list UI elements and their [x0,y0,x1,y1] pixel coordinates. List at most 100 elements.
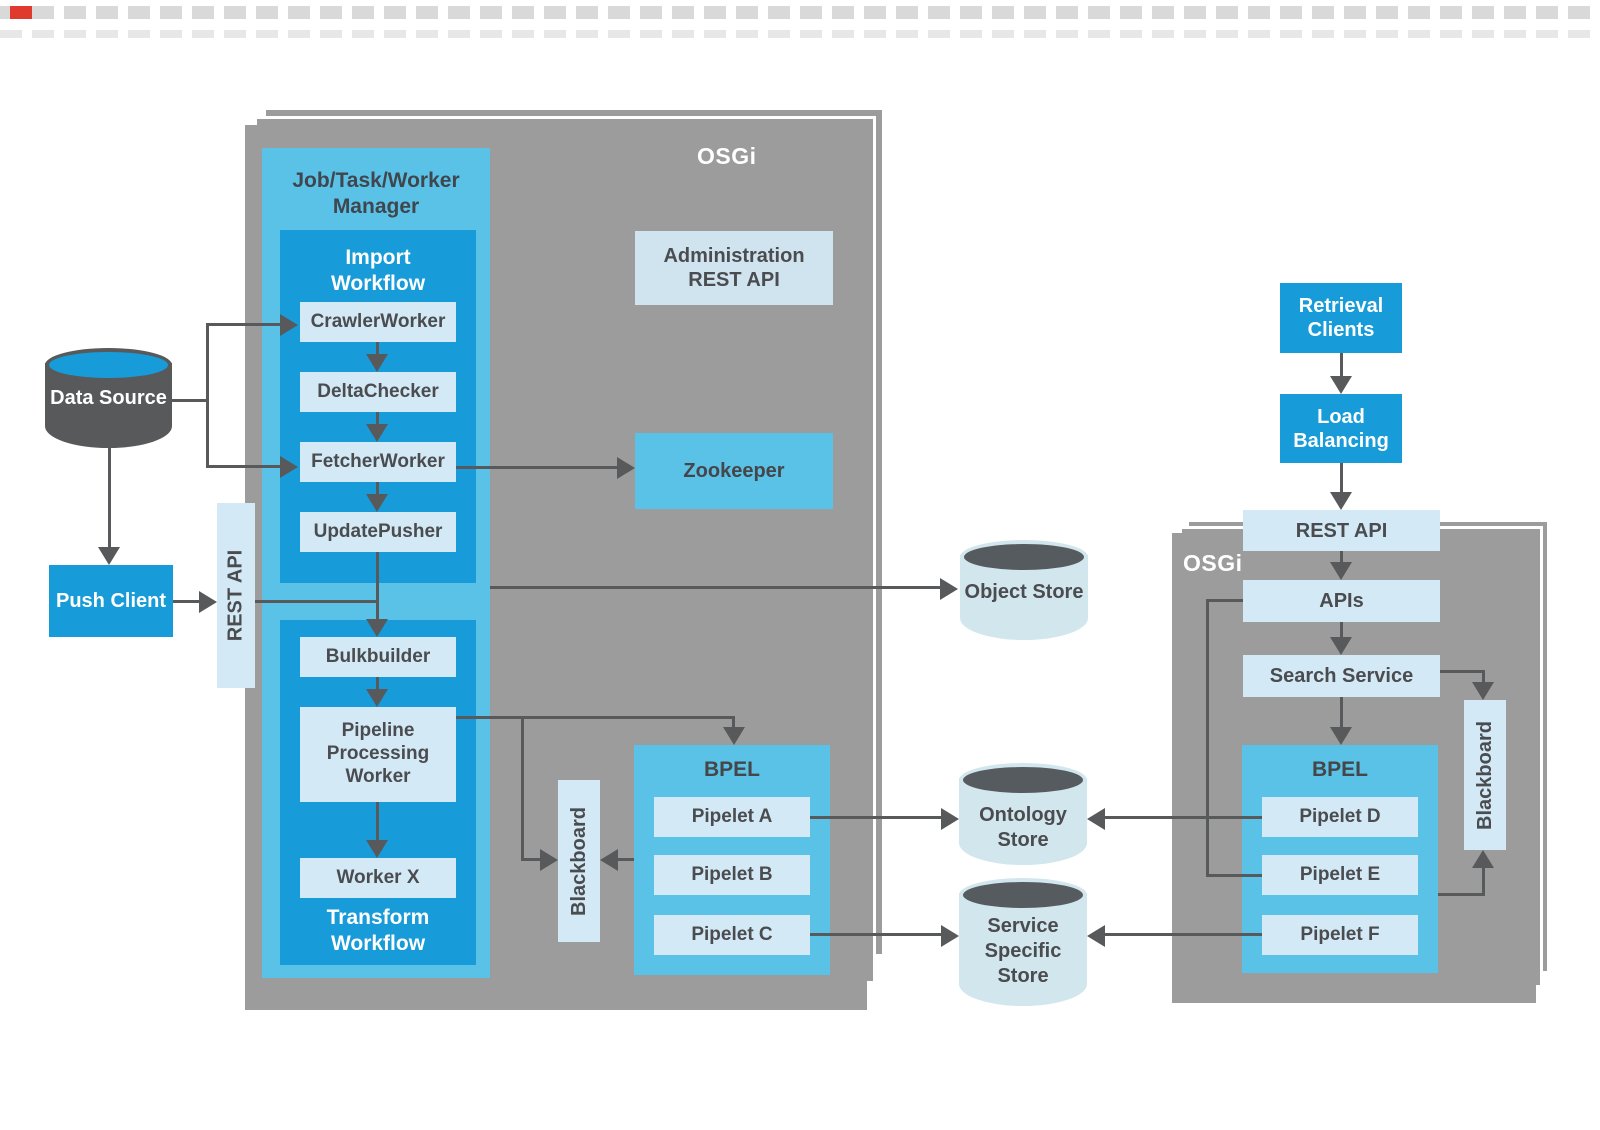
arrowhead-fetcher [366,424,388,442]
connector-search-out-right [1440,670,1485,673]
connector-restapi-to-workflow [255,600,376,603]
connector-bulk-to-ppw [376,677,379,691]
pipelet-b-node: Pipelet B [654,855,810,895]
arrowhead-workerx [366,840,388,858]
connector-pipeletd-to-ontology [1105,816,1262,819]
ontology-store-cylinder: Ontology Store [959,763,1087,865]
right-blackboard-label: Blackboard [1473,720,1496,830]
left-rest-api-bar: REST API [217,503,255,688]
arrowhead-right-blackboard-top [1472,682,1494,700]
connector-fetcher-to-update [376,482,379,496]
arrowhead-apis [1330,562,1352,580]
connector-ppw-branch-down [521,716,524,861]
connector-to-fetcher [206,465,280,468]
fetcher-worker-node: FetcherWorker [300,442,456,482]
connector-delta-to-fetcher [376,412,379,426]
connector-datasource-to-pushclient [108,445,111,547]
connector-pipeletc-to-sss [810,933,941,936]
transform-workflow-title: Transform Workflow [326,906,430,956]
push-client-node: Push Client [49,565,173,637]
connector-to-left-blackboard [521,858,540,861]
right-rest-api-node: REST API [1243,510,1440,551]
update-pusher-node: UpdatePusher [300,512,456,552]
arrowhead-left-bpel [723,727,745,745]
job-task-worker-manager-title: Job/Task/Worker Manager [292,169,460,219]
crawler-worker-node: CrawlerWorker [300,302,456,342]
delta-checker-node: DeltaChecker [300,372,456,412]
connector-datasource-out [172,399,209,402]
data-source-cylinder: Data Source [45,348,172,448]
retrieval-clients-node: Retrieval Clients [1280,283,1402,353]
worker-x-node: Worker X [300,858,456,898]
zookeeper-node: Zookeeper [635,433,833,509]
import-workflow-title: Import Workflow [330,246,426,296]
arrowhead-fetcher-in [280,456,298,478]
left-osgi-title: OSGi [697,143,757,169]
connector-apis-out-left [1206,599,1243,602]
arrowhead-objectstore [940,578,958,600]
connector-rightbpel-out [1438,893,1485,896]
connector-to-left-bpel [732,716,735,729]
connector-ppw-to-workerx [376,802,379,842]
top-dashed-strip-2 [0,30,1600,38]
pipeline-processing-worker-node: Pipeline Processing Worker [300,707,456,802]
connector-datasource-branch [206,323,209,468]
object-store-label: Object Store [964,581,1084,603]
connector-apis-to-search [1340,622,1343,638]
arrowhead-search [1330,637,1352,655]
arrowhead-update [366,494,388,512]
connector-retrieval-to-load [1340,353,1343,377]
service-specific-store-cylinder: Service Specific Store [959,878,1087,1006]
arrowhead-zookeeper [617,457,635,479]
pipelet-c-node: Pipelet C [654,915,810,955]
connector-to-crawler [206,323,280,326]
ontology-store-top [959,763,1087,797]
arrowhead-ppw [366,689,388,707]
connector-to-pipelete [1206,874,1262,877]
top-dashed-strip [0,6,1600,19]
connector-search-to-bpel [1340,697,1343,728]
arrowhead-sss-left [941,925,959,947]
connector-crawler-to-delta [376,342,379,356]
data-source-label: Data Source [50,387,167,409]
connector-rest-to-apis [1340,551,1343,563]
connector-pipeletf-to-sss [1105,933,1262,936]
arrowhead-restapi [199,591,217,613]
arrowhead-blackboard-right [600,849,618,871]
connector-load-to-rest [1340,463,1343,493]
connector-rightbpel-up [1482,866,1485,896]
object-store-top [960,540,1088,574]
object-store-cylinder: Object Store [960,540,1088,640]
arrowhead-pushclient [98,547,120,565]
arrowhead-bulkbuilder [366,619,388,637]
arrowhead-right-bpel [1330,727,1352,745]
connector-bpel-to-blackboard [618,858,634,861]
connector-workflow-to-objectstore [490,586,940,589]
data-source-top [45,348,172,382]
pipelet-d-node: Pipelet D [1262,797,1418,837]
pipelet-a-node: Pipelet A [654,797,810,837]
connector-ppw-out [456,716,735,719]
connector-search-down [1482,670,1485,683]
ontology-store-label: Ontology Store [979,804,1067,851]
service-specific-store-top [959,878,1087,912]
left-bpel-title: BPEL [703,758,760,781]
arrowhead-sss-right [1087,925,1105,947]
service-specific-store-label: Service Specific Store [984,915,1062,987]
search-service-node: Search Service [1243,655,1440,697]
connector-apis-down [1206,599,1209,877]
arrowhead-load [1330,376,1352,394]
left-blackboard-label: Blackboard [567,806,590,916]
arrowhead-ontology-left [941,808,959,830]
pipelet-f-node: Pipelet F [1262,915,1418,955]
connector-fetcher-to-zookeeper [456,466,617,469]
arrowhead-delta [366,354,388,372]
right-bpel-title: BPEL [1311,758,1368,781]
connector-pushclient-to-restapi [173,600,199,603]
apis-node: APIs [1243,580,1440,622]
pipelet-e-node: Pipelet E [1262,855,1418,895]
connector-updatepusher-to-bulkbuilder [376,552,379,621]
arrowhead-crawler [280,314,298,336]
arrowhead-left-blackboard [540,849,558,871]
